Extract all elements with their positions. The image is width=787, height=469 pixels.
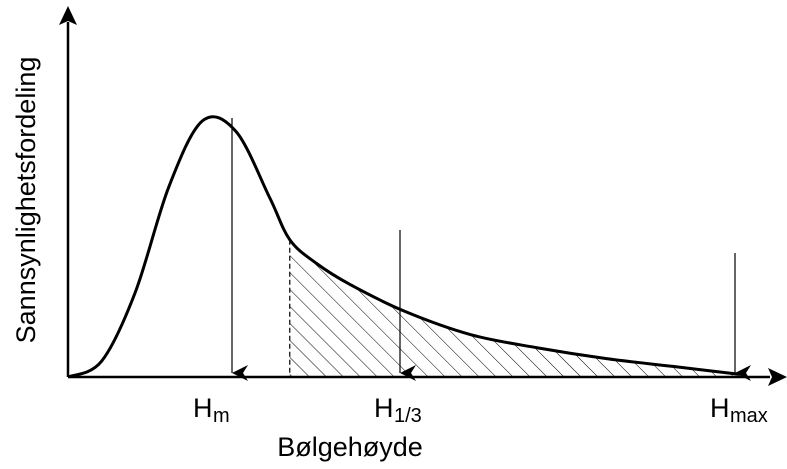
y-axis-label: Sannsynlighetsfordeling [11, 57, 41, 344]
marker-label-h13-sub: 1/3 [394, 405, 422, 427]
marker-label-h13-base: H [374, 393, 394, 423]
marker-label-hmax-sub: max [730, 405, 768, 427]
distribution-curve [67, 115, 741, 379]
plot-layer [59, 6, 787, 386]
x-axis-label: Bølgehøyde [277, 432, 423, 462]
hatched-tail-area [289, 239, 740, 377]
marker-label-h13: H 1/3 [374, 393, 422, 427]
x-axis-arrowhead [768, 368, 787, 386]
marker-label-hm-base: H [193, 393, 213, 423]
marker-label-hmax: H max [710, 393, 768, 427]
marker-label-hmax-base: H [710, 393, 730, 423]
marker-label-hm-sub: m [213, 405, 230, 427]
y-axis-arrowhead [59, 6, 77, 25]
marker-label-hm: H m [193, 393, 230, 427]
